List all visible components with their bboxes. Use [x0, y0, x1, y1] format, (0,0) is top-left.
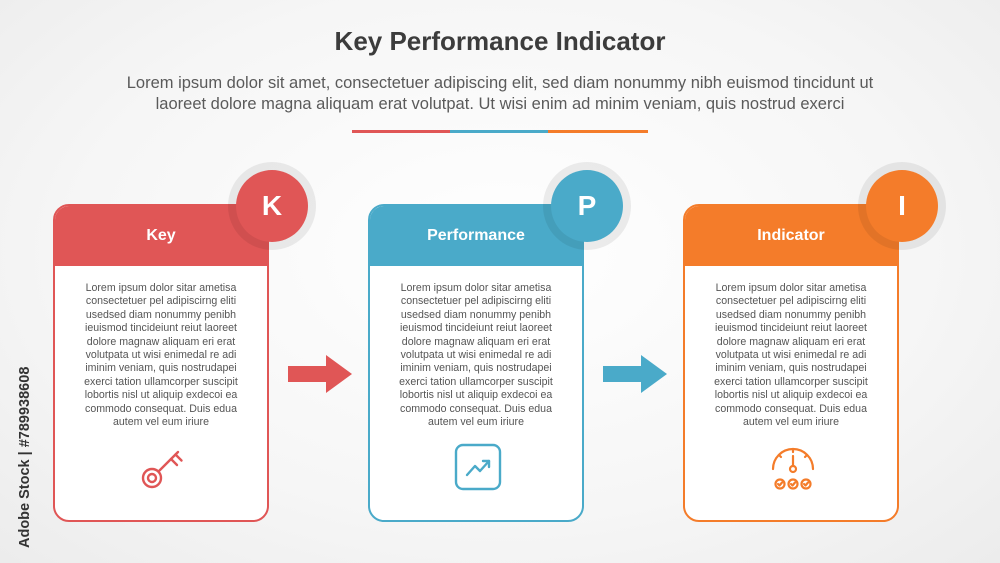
page-subtitle: Lorem ipsum dolor sit amet, consectetuer…: [70, 73, 930, 115]
watermark-label: Adobe Stock | #789938608: [17, 367, 33, 548]
divider-blue: [450, 130, 548, 133]
card-performance-header: [370, 206, 582, 266]
badge-ring-i: I: [858, 162, 946, 250]
divider-orange: [548, 130, 648, 133]
badge-k: K: [236, 170, 308, 242]
key-icon: [138, 442, 188, 492]
card-performance-title: Performance: [427, 227, 525, 244]
watermark-text: Adobe Stock | #789938608: [17, 367, 33, 548]
card-indicator-body: Lorem ipsum dolor sitar ametisa consecte…: [714, 282, 868, 429]
card-key: Key Lorem ipsum dolor sitar ametisa cons…: [53, 204, 269, 522]
subtitle-line-1: Lorem ipsum dolor sit amet, consectetuer…: [126, 74, 874, 92]
card-indicator-title: Indicator: [757, 227, 825, 244]
page-title: Key Performance Indicator: [334, 26, 666, 56]
badge-ring-p: P: [543, 162, 631, 250]
trend-up-icon: [453, 442, 503, 492]
arrow-right-icon: [288, 355, 352, 393]
arrow-right-icon: [603, 355, 667, 393]
badge-p: P: [551, 170, 623, 242]
gauge-check-icon: [768, 442, 818, 492]
card-performance: Performance Lorem ipsum dolor sitar amet…: [368, 204, 584, 522]
card-key-body: Lorem ipsum dolor sitar ametisa consecte…: [84, 282, 238, 429]
divider-red: [352, 130, 450, 133]
card-key-header: [55, 206, 267, 266]
card-performance-body: Lorem ipsum dolor sitar ametisa consecte…: [399, 282, 553, 429]
card-key-title: Key: [146, 227, 176, 244]
card-indicator: Indicator Lorem ipsum dolor sitar ametis…: [683, 204, 899, 522]
card-indicator-header: [685, 206, 897, 266]
badge-i: I: [866, 170, 938, 242]
subtitle-line-2: laoreet dolore magna aliquam erat volutp…: [155, 95, 845, 113]
badge-ring-k: K: [228, 162, 316, 250]
